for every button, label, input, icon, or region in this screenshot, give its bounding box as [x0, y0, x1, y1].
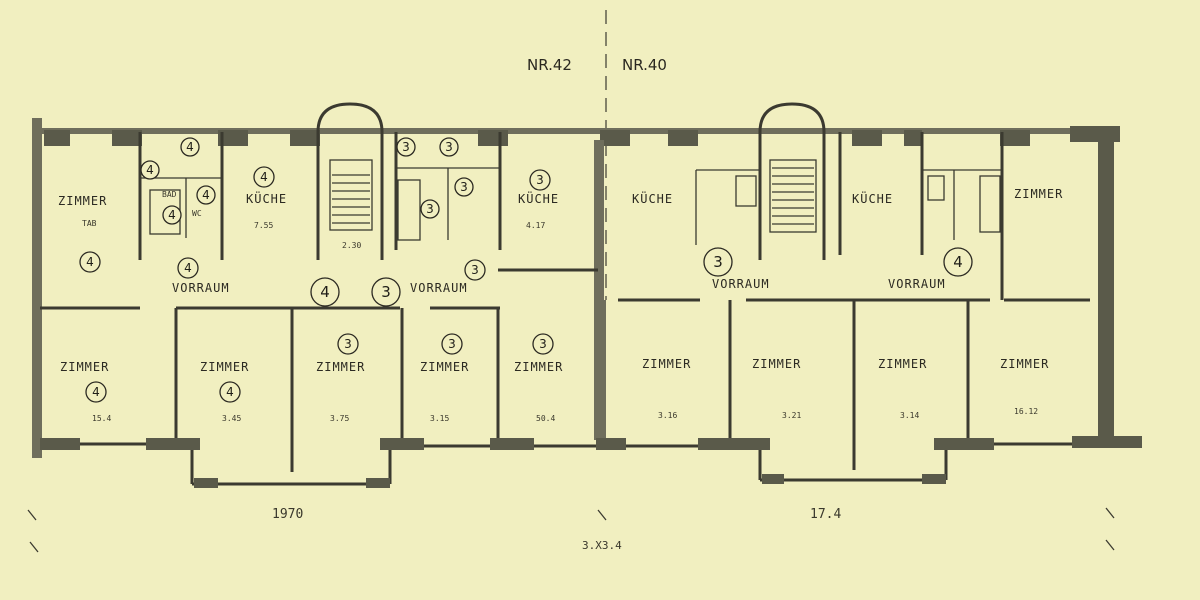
- room-zimmer-1: ZIMMER: [60, 360, 109, 374]
- room-zimmer-7: ZIMMER: [752, 357, 801, 371]
- house-number-42: NR.42: [527, 56, 572, 74]
- dimension-left: 1970: [272, 507, 303, 522]
- room-vorraum-1: VORRAUM: [172, 281, 230, 295]
- room-zimmer-4-area: 3.15: [430, 414, 449, 423]
- marker-20: 4: [953, 253, 963, 271]
- label-bad: BAD: [162, 190, 177, 199]
- marker-16: 3: [344, 337, 352, 351]
- room-zimmer-left: ZIMMER: [58, 194, 107, 208]
- marker-12: 3: [536, 173, 544, 187]
- stair-bay-right: [758, 102, 826, 260]
- marker-23: 4: [226, 385, 234, 399]
- room-zimmer-4: ZIMMER: [420, 360, 469, 374]
- marker-15: 3: [381, 283, 391, 301]
- room-vorraum-4: VORRAUM: [888, 277, 946, 291]
- marker-13: 3: [471, 263, 479, 277]
- room-kueche-2-area: 4.17: [526, 221, 545, 230]
- house-number-40: NR.40: [622, 56, 667, 74]
- room-zimmer-left-area: TAB: [82, 219, 97, 228]
- apartment-markers: 4 4 4 4 4 4 4 3 3 3 3 3 3 4 3 3 3 3 3 4 …: [79, 137, 973, 403]
- room-vorraum-2: VORRAUM: [410, 281, 468, 295]
- left-wall: [32, 118, 42, 458]
- marker-1: 4: [186, 140, 194, 154]
- marker-10: 3: [460, 180, 468, 194]
- room-kueche-4: KÜCHE: [852, 190, 893, 206]
- dimension-total: 3.X3.4: [582, 539, 622, 552]
- room-kueche-2: KÜCHE: [518, 190, 559, 206]
- room-zimmer-5: ZIMMER: [514, 360, 563, 374]
- dimension-ticks: [27, 507, 1115, 553]
- corridor-walls: [40, 268, 1090, 310]
- room-zimmer-3-area: 3.75: [330, 414, 349, 423]
- marker-19: 3: [713, 253, 723, 271]
- marker-2: 4: [146, 163, 154, 177]
- room-zimmer-2-area: 3.45: [222, 414, 241, 423]
- room-zimmer-6: ZIMMER: [642, 357, 691, 371]
- room-zimmer-9: ZIMMER: [1000, 357, 1049, 371]
- room-kueche-1-area: 7.55: [254, 221, 273, 230]
- marker-8: 3: [402, 140, 410, 154]
- marker-6: 4: [86, 255, 94, 269]
- dimension-right: 17.4: [810, 507, 841, 522]
- marker-4: 4: [168, 208, 176, 222]
- marker-5: 4: [260, 170, 268, 184]
- marker-11: 3: [426, 202, 434, 216]
- room-kueche-1: KÜCHE: [246, 190, 287, 206]
- room-zimmer-1-area: 15.4: [92, 414, 111, 423]
- room-zimmer-8: ZIMMER: [878, 357, 927, 371]
- outer-wall-top: [40, 126, 1120, 146]
- stair-area: 2.30: [342, 241, 361, 250]
- marker-7: 4: [184, 261, 192, 275]
- room-zimmer-3: ZIMMER: [316, 360, 365, 374]
- label-wc: WC: [192, 209, 202, 218]
- outer-wall-bottom: [40, 436, 1142, 488]
- room-vorraum-3: VORRAUM: [712, 277, 770, 291]
- room-zimmer-10: ZIMMER: [1014, 187, 1063, 201]
- right-wall: [1098, 126, 1114, 446]
- marker-14: 4: [320, 283, 330, 301]
- marker-18: 3: [539, 337, 547, 351]
- interior-walls-lower: [174, 300, 970, 472]
- room-zimmer-5-area: 50.4: [536, 414, 555, 423]
- marker-3: 4: [202, 188, 210, 202]
- room-zimmer-8-area: 3.14: [900, 411, 919, 420]
- room-zimmer-9-area: 16.12: [1014, 407, 1038, 416]
- room-zimmer-7-area: 3.21: [782, 411, 801, 420]
- room-kueche-3: KÜCHE: [632, 190, 673, 206]
- interior-walls-upper: [138, 132, 1004, 300]
- stair-bay-left: [316, 102, 384, 260]
- room-zimmer-6-area: 3.16: [658, 411, 677, 420]
- marker-21: 4: [92, 385, 100, 399]
- marker-17: 3: [448, 337, 456, 351]
- room-zimmer-2: ZIMMER: [200, 360, 249, 374]
- marker-9: 3: [445, 140, 453, 154]
